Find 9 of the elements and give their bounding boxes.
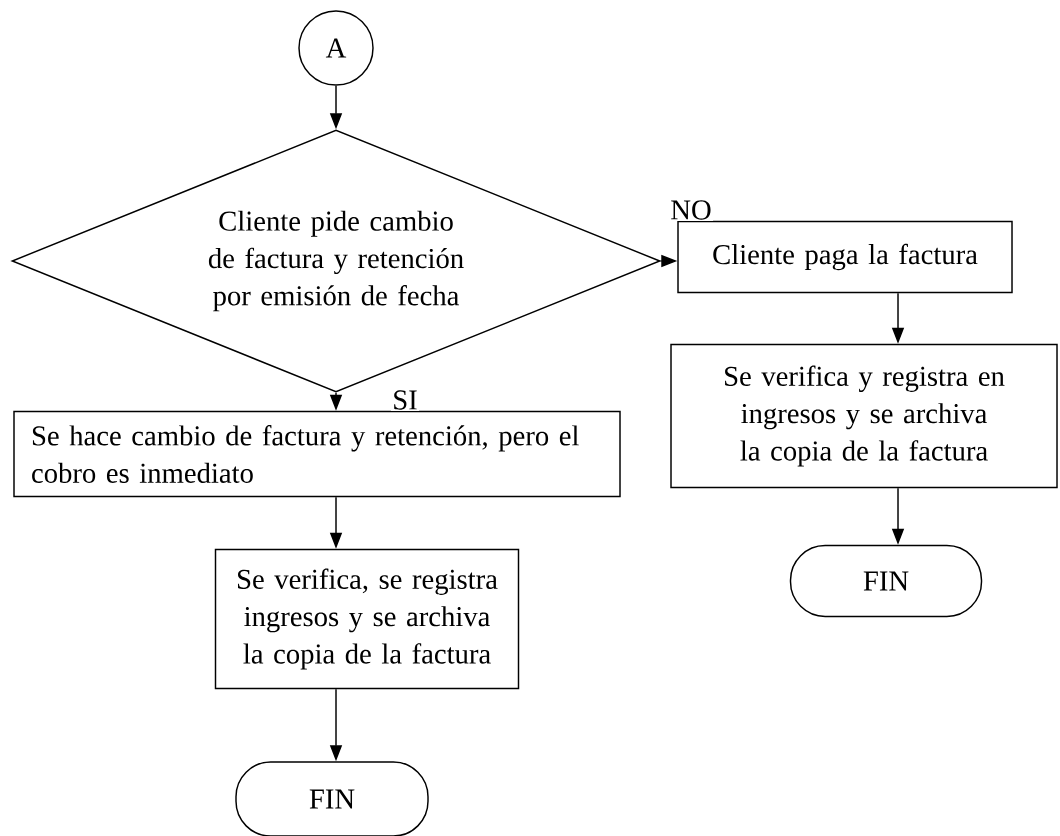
edge-label: SI <box>390 389 420 411</box>
edge-label: NO <box>668 199 714 221</box>
process-connector: A <box>298 10 374 86</box>
process-box: Se hace cambio de factura y retención, pero el cobro es inmediato <box>13 410 621 498</box>
terminator: FIN <box>235 761 429 836</box>
process-box: Cliente paga la factura <box>677 220 1013 294</box>
terminator: FIN <box>789 544 983 618</box>
process-box: Se verifica, se registra ingresos y se archiva la copia de la factura <box>214 548 520 690</box>
process-box: Se verifica y registra en ingresos y se archiva la copia de la factura <box>670 343 1058 489</box>
